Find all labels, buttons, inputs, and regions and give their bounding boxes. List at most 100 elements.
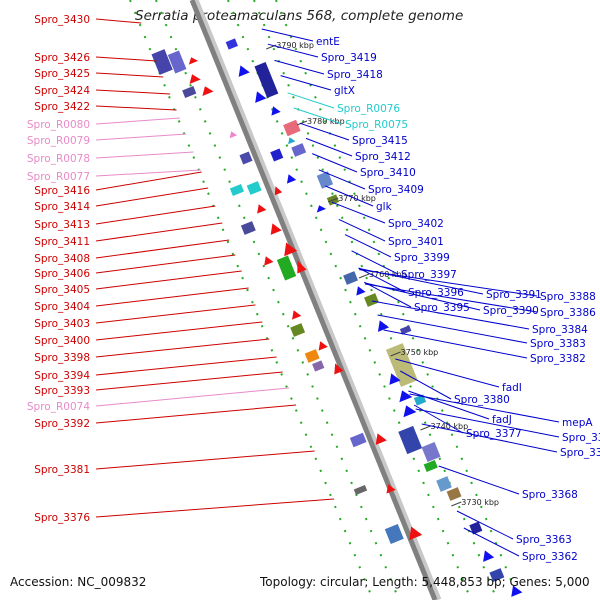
gene-block [270,148,284,162]
accession-text: Accession: NC_009832 [10,575,147,589]
label-leader [95,117,180,125]
label-leader [364,283,538,313]
label-leader [95,338,270,358]
genome-title: Serratia proteamaculans 568, complete ge… [135,8,464,24]
gene-label: Spro_3409 [368,184,424,196]
gene-label: Spro_3408 [34,253,90,265]
gene-label: Spro_3392 [34,418,90,430]
gene-label: Spro_3425 [34,68,90,80]
label-leader [408,390,490,420]
label-leader [95,171,202,191]
gene-arrow [399,390,413,403]
gene-arrow [356,286,366,296]
gene-block [364,293,379,307]
gene-arrow [270,223,282,235]
gene-arrow [238,65,250,77]
kbp-tick [451,501,462,507]
gene-label: Spro_3381 [34,464,90,476]
gene-label: Spro_3388 [540,291,596,303]
label-leader [95,239,230,259]
gene-arrow [375,433,387,445]
gene-label: Spro_3422 [34,101,90,113]
gene-block [446,487,462,501]
gene-label: Spro_3426 [34,52,90,64]
gene-block [413,394,427,406]
label-leader [95,72,164,78]
gene-block [240,221,256,235]
gene-labels: Spro_3430Spro_3426Spro_3425Spro_3424Spro… [27,14,600,563]
gene-label: Spro_3401 [388,236,444,248]
gene-features [151,38,523,597]
gene-label: Spro_3416 [34,185,90,197]
gene-label: Spro_3377 [466,428,522,440]
gene-arrow [511,585,523,597]
label-leader [95,450,315,470]
label-leader [95,254,236,274]
gene-arrow [316,205,327,213]
label-leader [95,304,256,324]
gene-label: Spro_R0079 [27,135,90,147]
gene-block [423,460,438,472]
gene-label: Spro_R0077 [27,171,90,183]
gene-label: Spro_3399 [394,252,450,264]
label-leader [400,370,452,400]
gene-block [254,61,279,99]
gene-label: Spro_3424 [34,85,90,97]
gene-label: Spro_3391 [486,289,542,301]
gene-arrow [271,106,281,116]
label-leader [95,151,194,159]
gene-label: Spro_3394 [34,370,90,382]
label-leader [371,300,530,330]
gene-label: Spro_3418 [327,69,383,81]
kbp-label: 3770 kbp [338,194,376,203]
gene-label: Spro_3384 [532,324,588,336]
gene-arrow [297,260,307,274]
label-leader [95,222,223,242]
label-leader [293,107,343,125]
gene-block [246,181,262,195]
gene-block [343,271,359,285]
gene-label: Spro_3415 [352,135,408,147]
label-leader [287,92,335,109]
gene-label: Spro_3393 [34,385,90,397]
gene-label: Spro_3414 [34,201,90,213]
gene-label: Spro_3402 [388,218,444,230]
gene-arrow [292,310,302,320]
gene-arrow [334,363,344,375]
label-leader [344,234,392,258]
label-leader [463,527,520,557]
gene-label: Spro_3382 [530,353,586,365]
label-leader [95,187,209,207]
label-leader [95,89,171,95]
label-leader [95,270,242,290]
gene-label: Spro_3403 [34,318,90,330]
label-leader [383,329,528,359]
gene-label: Spro_3404 [34,301,90,313]
label-leader [409,393,560,423]
label-leader [413,404,464,434]
label-leader [95,56,157,62]
label-leader [95,169,201,177]
kbp-tick [420,425,431,431]
label-leader [274,59,325,75]
label-leader [95,133,187,141]
gene-block [291,143,307,157]
gene-label: fadJ [492,414,512,426]
label-leader [421,423,558,453]
gene-label: Spro_3405 [34,284,90,296]
gene-block [398,425,423,455]
label-leader [415,408,560,438]
gene-label: Spro_R0076 [337,103,400,115]
kbp-label: 3740 kbp [431,422,469,431]
gene-block [290,323,306,337]
gene-arrow [274,186,283,196]
gene-arrow [286,174,297,184]
label-leader [364,281,412,308]
label-leader [95,18,142,24]
gene-block [316,171,334,189]
label-leaders [95,18,560,557]
label-leader [456,510,514,540]
label-leader [377,314,528,344]
gene-arrow [189,74,201,84]
